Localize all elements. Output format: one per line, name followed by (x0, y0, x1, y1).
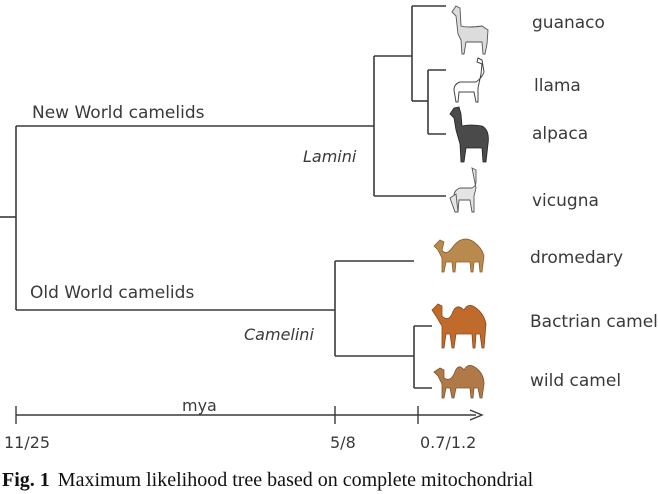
taxon-wild-camel: wild camel (530, 371, 621, 391)
old-world-label: Old World camelids (30, 283, 194, 303)
time-axis (15, 406, 484, 424)
new-world-label: New World camelids (32, 103, 205, 123)
wild-camel-illustration (433, 365, 485, 399)
tick-label-0: 11/25 (4, 433, 50, 452)
camelini-label: Camelini (244, 325, 314, 344)
taxon-vicugna: vicugna (532, 191, 599, 211)
axis-arrowhead (469, 409, 484, 421)
lamini-label: Lamini (303, 147, 357, 166)
taxon-dromedary: dromedary (530, 248, 623, 268)
alpaca-illustration (449, 106, 489, 163)
figure-caption-label: Fig. 1 (2, 469, 50, 491)
tick-label-1: 5/8 (330, 433, 356, 452)
llama-illustration (453, 57, 485, 103)
taxon-bactrian-camel: Bactrian camel (530, 312, 658, 332)
axis-label: mya (182, 396, 217, 415)
taxon-alpaca: alpaca (532, 124, 588, 144)
tick-label-2: 0.7/1.2 (420, 433, 476, 452)
tree-branches (0, 5, 446, 389)
figure-caption: Fig. 1 Maximum likelihood tree based on c… (2, 469, 656, 492)
figure-caption-text: Maximum likelihood tree based on complet… (57, 469, 534, 491)
taxon-guanaco: guanaco (532, 13, 605, 33)
vicugna-illustration (449, 167, 477, 213)
taxon-llama: llama (534, 76, 581, 96)
dromedary-illustration (433, 238, 485, 273)
bactrian-camel-illustration (431, 303, 487, 349)
guanaco-illustration (451, 5, 489, 55)
